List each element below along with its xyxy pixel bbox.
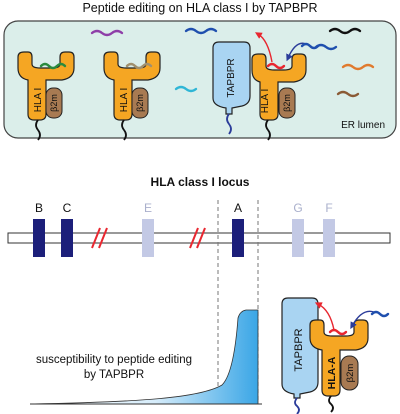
- b2m-label-3: β2m: [282, 94, 292, 112]
- gene-label-b: B: [35, 201, 43, 215]
- susceptibility-label-line1: susceptibility to peptide editing: [36, 354, 192, 366]
- gene-label-e: E: [144, 201, 152, 215]
- bottom-peptide-entry-arrow: [350, 310, 375, 330]
- gene-label-g: G: [293, 201, 302, 215]
- hla-label-2: HLA I: [119, 88, 130, 112]
- gene-block-a: [232, 219, 244, 257]
- gene-label-a: A: [234, 201, 242, 215]
- hla-label-3: HLA I: [260, 89, 271, 113]
- tapbpr-hla-a-complex: TAPBPR HLA-A β2m: [281, 297, 390, 414]
- er-lumen-label: ER lumen: [341, 120, 385, 131]
- chromosome-breaks: [91, 227, 206, 249]
- susceptibility-curve: [29, 309, 259, 405]
- peptide-exit-arrow: [255, 32, 273, 63]
- gene-block-f: [323, 219, 335, 257]
- bottom-b2m-label: β2m: [345, 364, 356, 383]
- bottom-peptide-exit-arrow: [314, 302, 335, 331]
- bottom-tapbpr-label: TAPBPR: [293, 328, 305, 371]
- b2m-label-1: β2m: [49, 94, 59, 112]
- hla-a-guides: [217, 200, 259, 400]
- locus-title: HLA class I locus: [151, 175, 250, 189]
- hla-complex-2: HLA I β2m: [103, 51, 161, 141]
- gene-block-g: [292, 219, 304, 257]
- susceptibility-label-line2: by TAPBPR: [84, 369, 144, 381]
- top-title: Peptide editing on HLA class I by TAPBPR: [82, 1, 317, 15]
- tapbpr-label-top: TAPBPR: [226, 58, 237, 97]
- tapbpr-hla-complex-top: TAPBPR HLA I β2m: [212, 32, 320, 141]
- er-lumen-box: [3, 20, 397, 139]
- gene-label-c: C: [63, 201, 72, 215]
- hla-label-1: HLA I: [33, 88, 44, 112]
- hla-complex-1: HLA I β2m: [17, 51, 75, 141]
- b2m-label-2: β2m: [135, 94, 145, 112]
- gene-block-b: [33, 219, 45, 257]
- gene-label-f: F: [325, 201, 332, 215]
- gene-block-e: [142, 219, 154, 257]
- gene-block-c: [61, 219, 73, 257]
- bottom-hla-a-label: HLA-A: [326, 356, 338, 389]
